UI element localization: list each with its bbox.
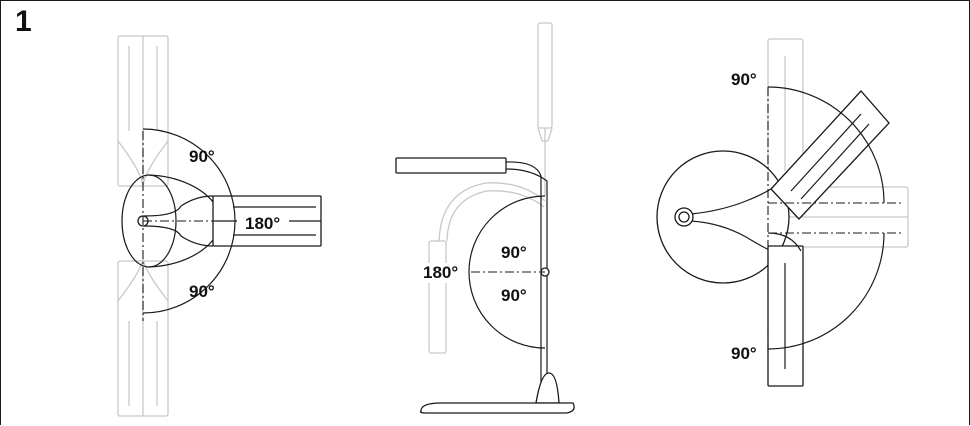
label-side-90-lower: 90° — [501, 286, 527, 305]
arc-90-rotated-lower — [767, 232, 885, 350]
lamp-head-side — [395, 157, 548, 391]
lamp-base-side — [419, 372, 575, 414]
lamp-head-down — [767, 232, 804, 387]
ghost-head-down — [117, 258, 169, 417]
ghost-head-upright — [767, 38, 804, 190]
label-top-90-lower: 90° — [189, 282, 215, 301]
arm-top — [143, 195, 214, 247]
arc-90-lower — [142, 220, 236, 314]
arm-rotated — [690, 188, 772, 252]
label-side-90-upper: 90° — [501, 243, 527, 262]
lamp-head-diagonal — [770, 90, 890, 220]
base-circle-rotated — [656, 150, 790, 284]
label-side-180: 180° — [423, 263, 458, 282]
label-rotated-90-lower: 90° — [731, 344, 757, 363]
side-view: 90° 180° 90° — [395, 22, 575, 414]
figure-number: 1 — [15, 5, 32, 38]
arc-90-rotated-upper — [767, 86, 885, 204]
ghost-head-vertical — [537, 22, 553, 196]
label-top-90-upper: 90° — [189, 147, 215, 166]
ghost-head-up — [117, 35, 169, 187]
rotated-view: 90° 90° — [656, 38, 909, 387]
top-view: 90° 180° 90° — [117, 35, 322, 417]
label-top-180: 180° — [245, 214, 280, 233]
label-rotated-90-upper: 90° — [731, 70, 757, 89]
arc-180-side — [468, 195, 546, 349]
arc-90-upper — [142, 128, 236, 222]
